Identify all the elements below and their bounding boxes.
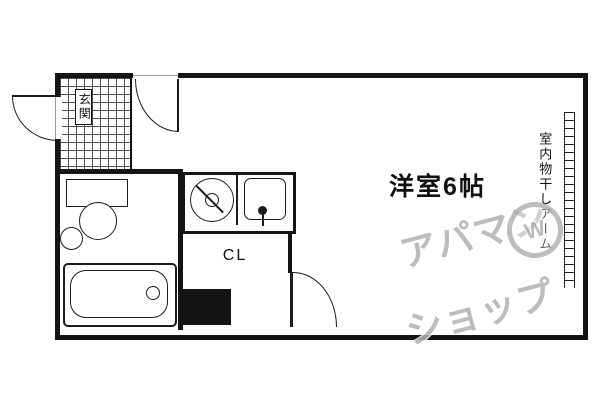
washbasin bbox=[60, 227, 83, 250]
faucet-stem bbox=[262, 214, 264, 226]
top-door-threshold bbox=[133, 75, 178, 76]
left-door-opening bbox=[54, 97, 62, 139]
drying-arm-label: 室内物干しアーム bbox=[537, 132, 553, 252]
faucet-icon bbox=[258, 206, 267, 215]
closet-label: CL bbox=[222, 247, 248, 264]
pipe-shaft bbox=[183, 289, 231, 325]
top-door-opening bbox=[133, 72, 178, 80]
watermark-logo-letter: W bbox=[521, 214, 549, 245]
toilet-bowl bbox=[79, 202, 117, 240]
bathroom-top-wall bbox=[55, 169, 183, 174]
bathtub-drain-icon bbox=[146, 286, 160, 300]
kitchen-divider bbox=[236, 175, 238, 225]
entrance-tile-floor bbox=[60, 78, 132, 170]
drying-arm-rail bbox=[564, 112, 575, 288]
entrance-label: 玄関 bbox=[75, 89, 93, 125]
exterior-door-arc bbox=[12, 96, 58, 141]
room-door-leaf bbox=[290, 272, 293, 327]
bathroom-right-wall bbox=[178, 169, 183, 330]
main-room-label: 洋室6帖 bbox=[389, 173, 486, 201]
outer-wall bbox=[55, 73, 588, 340]
